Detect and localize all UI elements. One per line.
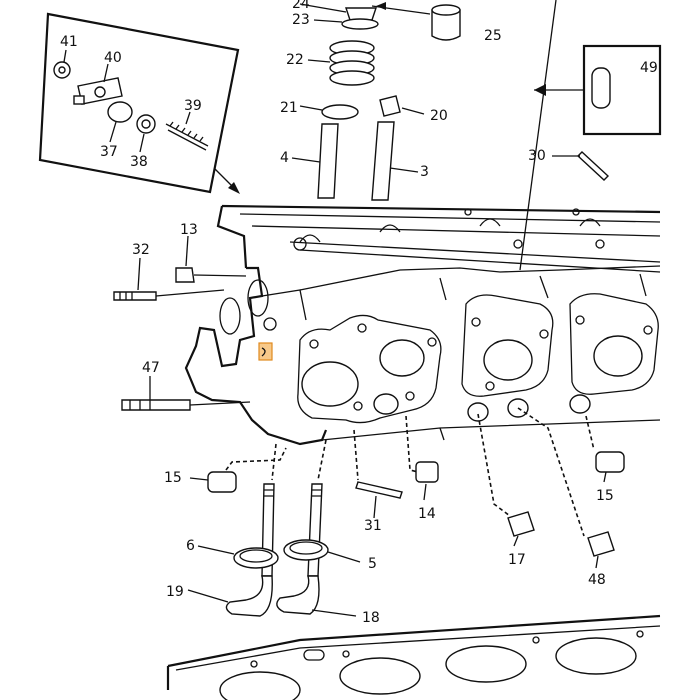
label-37: 37 [100, 144, 118, 160]
label-32: 32 [132, 242, 150, 258]
label-5: 5 [368, 556, 377, 572]
label-19: 19 [166, 584, 184, 600]
label-20: 20 [430, 108, 448, 124]
label-6: 6 [186, 538, 195, 554]
label-17: 17 [508, 552, 526, 568]
label-25: 25 [484, 28, 502, 44]
lower-parts [187, 407, 625, 617]
label-3: 3 [420, 164, 429, 180]
label-15-right: 15 [596, 488, 614, 504]
part-number-labels: 24 23 25 22 21 20 4 3 49 30 41 40 39 37 … [60, 0, 658, 626]
label-40: 40 [104, 50, 122, 66]
left-fasteners [113, 235, 251, 411]
label-4: 4 [280, 150, 289, 166]
label-21: 21 [280, 100, 298, 116]
label-15-left: 15 [164, 470, 182, 486]
label-30: 30 [528, 148, 546, 164]
label-24: 24 [292, 0, 310, 12]
label-14: 14 [418, 506, 436, 522]
label-18: 18 [362, 610, 380, 626]
label-13: 13 [180, 222, 198, 238]
label-48: 48 [588, 572, 606, 588]
label-22: 22 [286, 52, 304, 68]
label-23: 23 [292, 12, 310, 28]
label-47: 47 [142, 360, 160, 376]
rocker-detail-inset [38, 12, 240, 194]
label-39: 39 [184, 98, 202, 114]
cylinder-head-body [184, 204, 661, 446]
part-30-stud [552, 151, 610, 181]
label-31: 31 [364, 518, 382, 534]
valve-train-parts [291, 2, 461, 201]
head-gasket [166, 614, 661, 700]
label-38: 38 [130, 154, 148, 170]
label-41: 41 [60, 34, 78, 50]
label-49: 49 [640, 60, 658, 76]
